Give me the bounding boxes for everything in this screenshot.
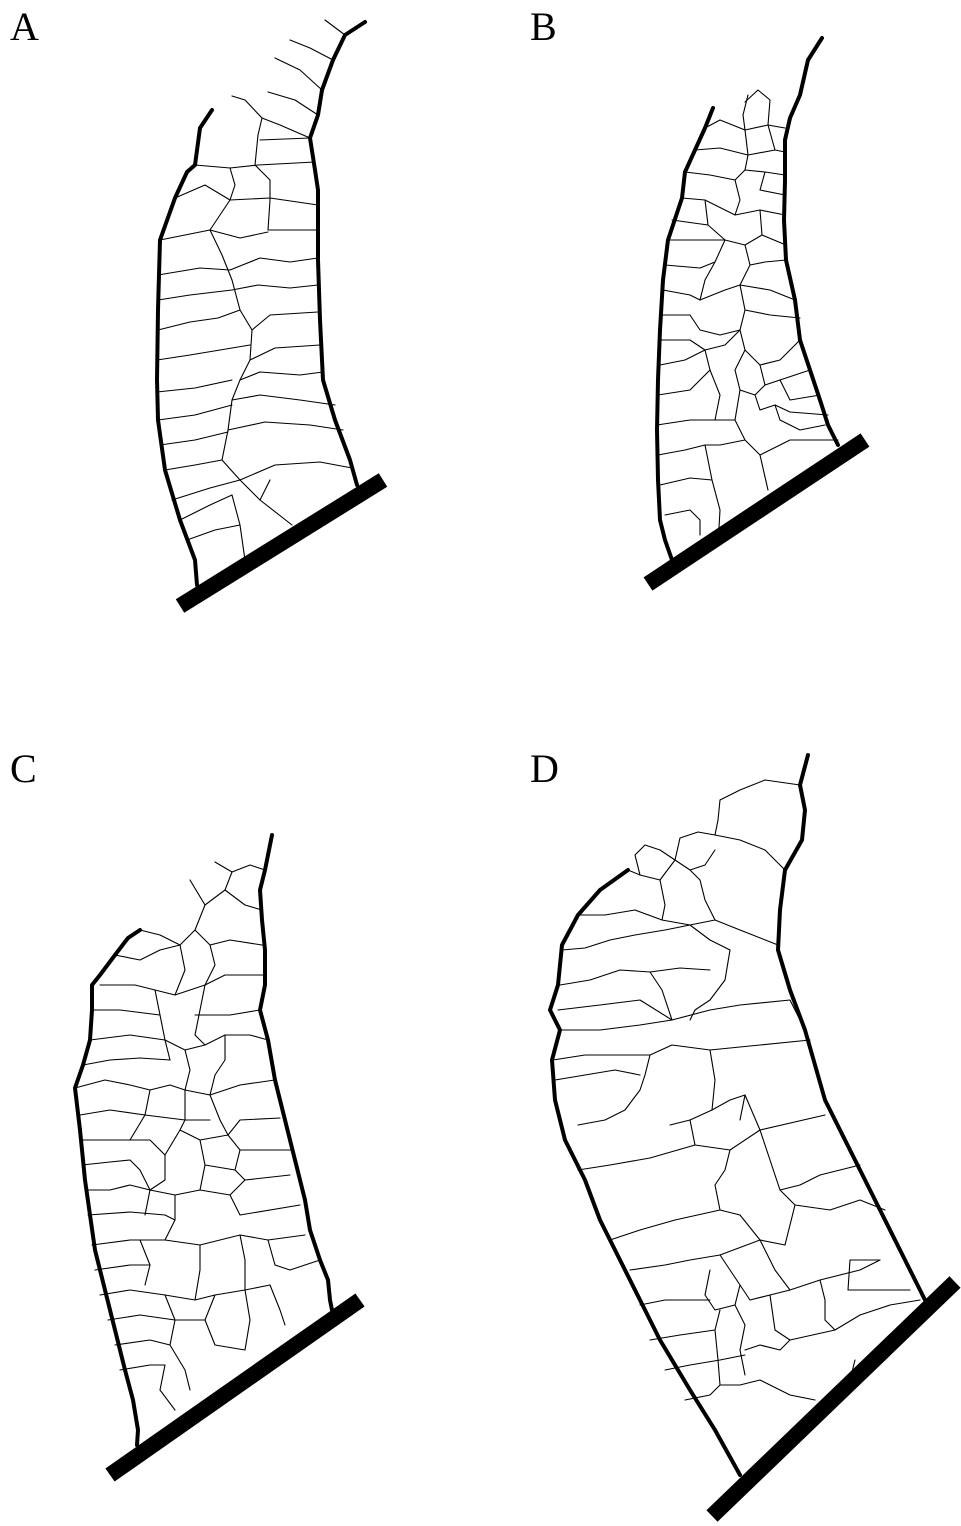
panel-label-b: B (530, 4, 557, 49)
panel-d: D (530, 746, 955, 1516)
panel-b-outline (648, 38, 865, 584)
panel-d-veins (553, 780, 920, 1400)
panel-c: C (10, 746, 360, 1475)
panel-a-outline (157, 22, 383, 606)
panel-a: A (10, 4, 383, 606)
panel-b: B (530, 4, 865, 584)
panel-d-base-bar (712, 1282, 955, 1516)
panel-label-a: A (10, 4, 39, 49)
panel-c-base-bar (110, 1300, 360, 1475)
panel-a-base-bar (180, 480, 383, 606)
panel-a-veins (157, 20, 352, 560)
panel-label-c: C (10, 746, 37, 791)
panel-c-outline (75, 835, 360, 1475)
panel-label-d: D (530, 746, 559, 791)
panel-c-veins (75, 862, 320, 1410)
